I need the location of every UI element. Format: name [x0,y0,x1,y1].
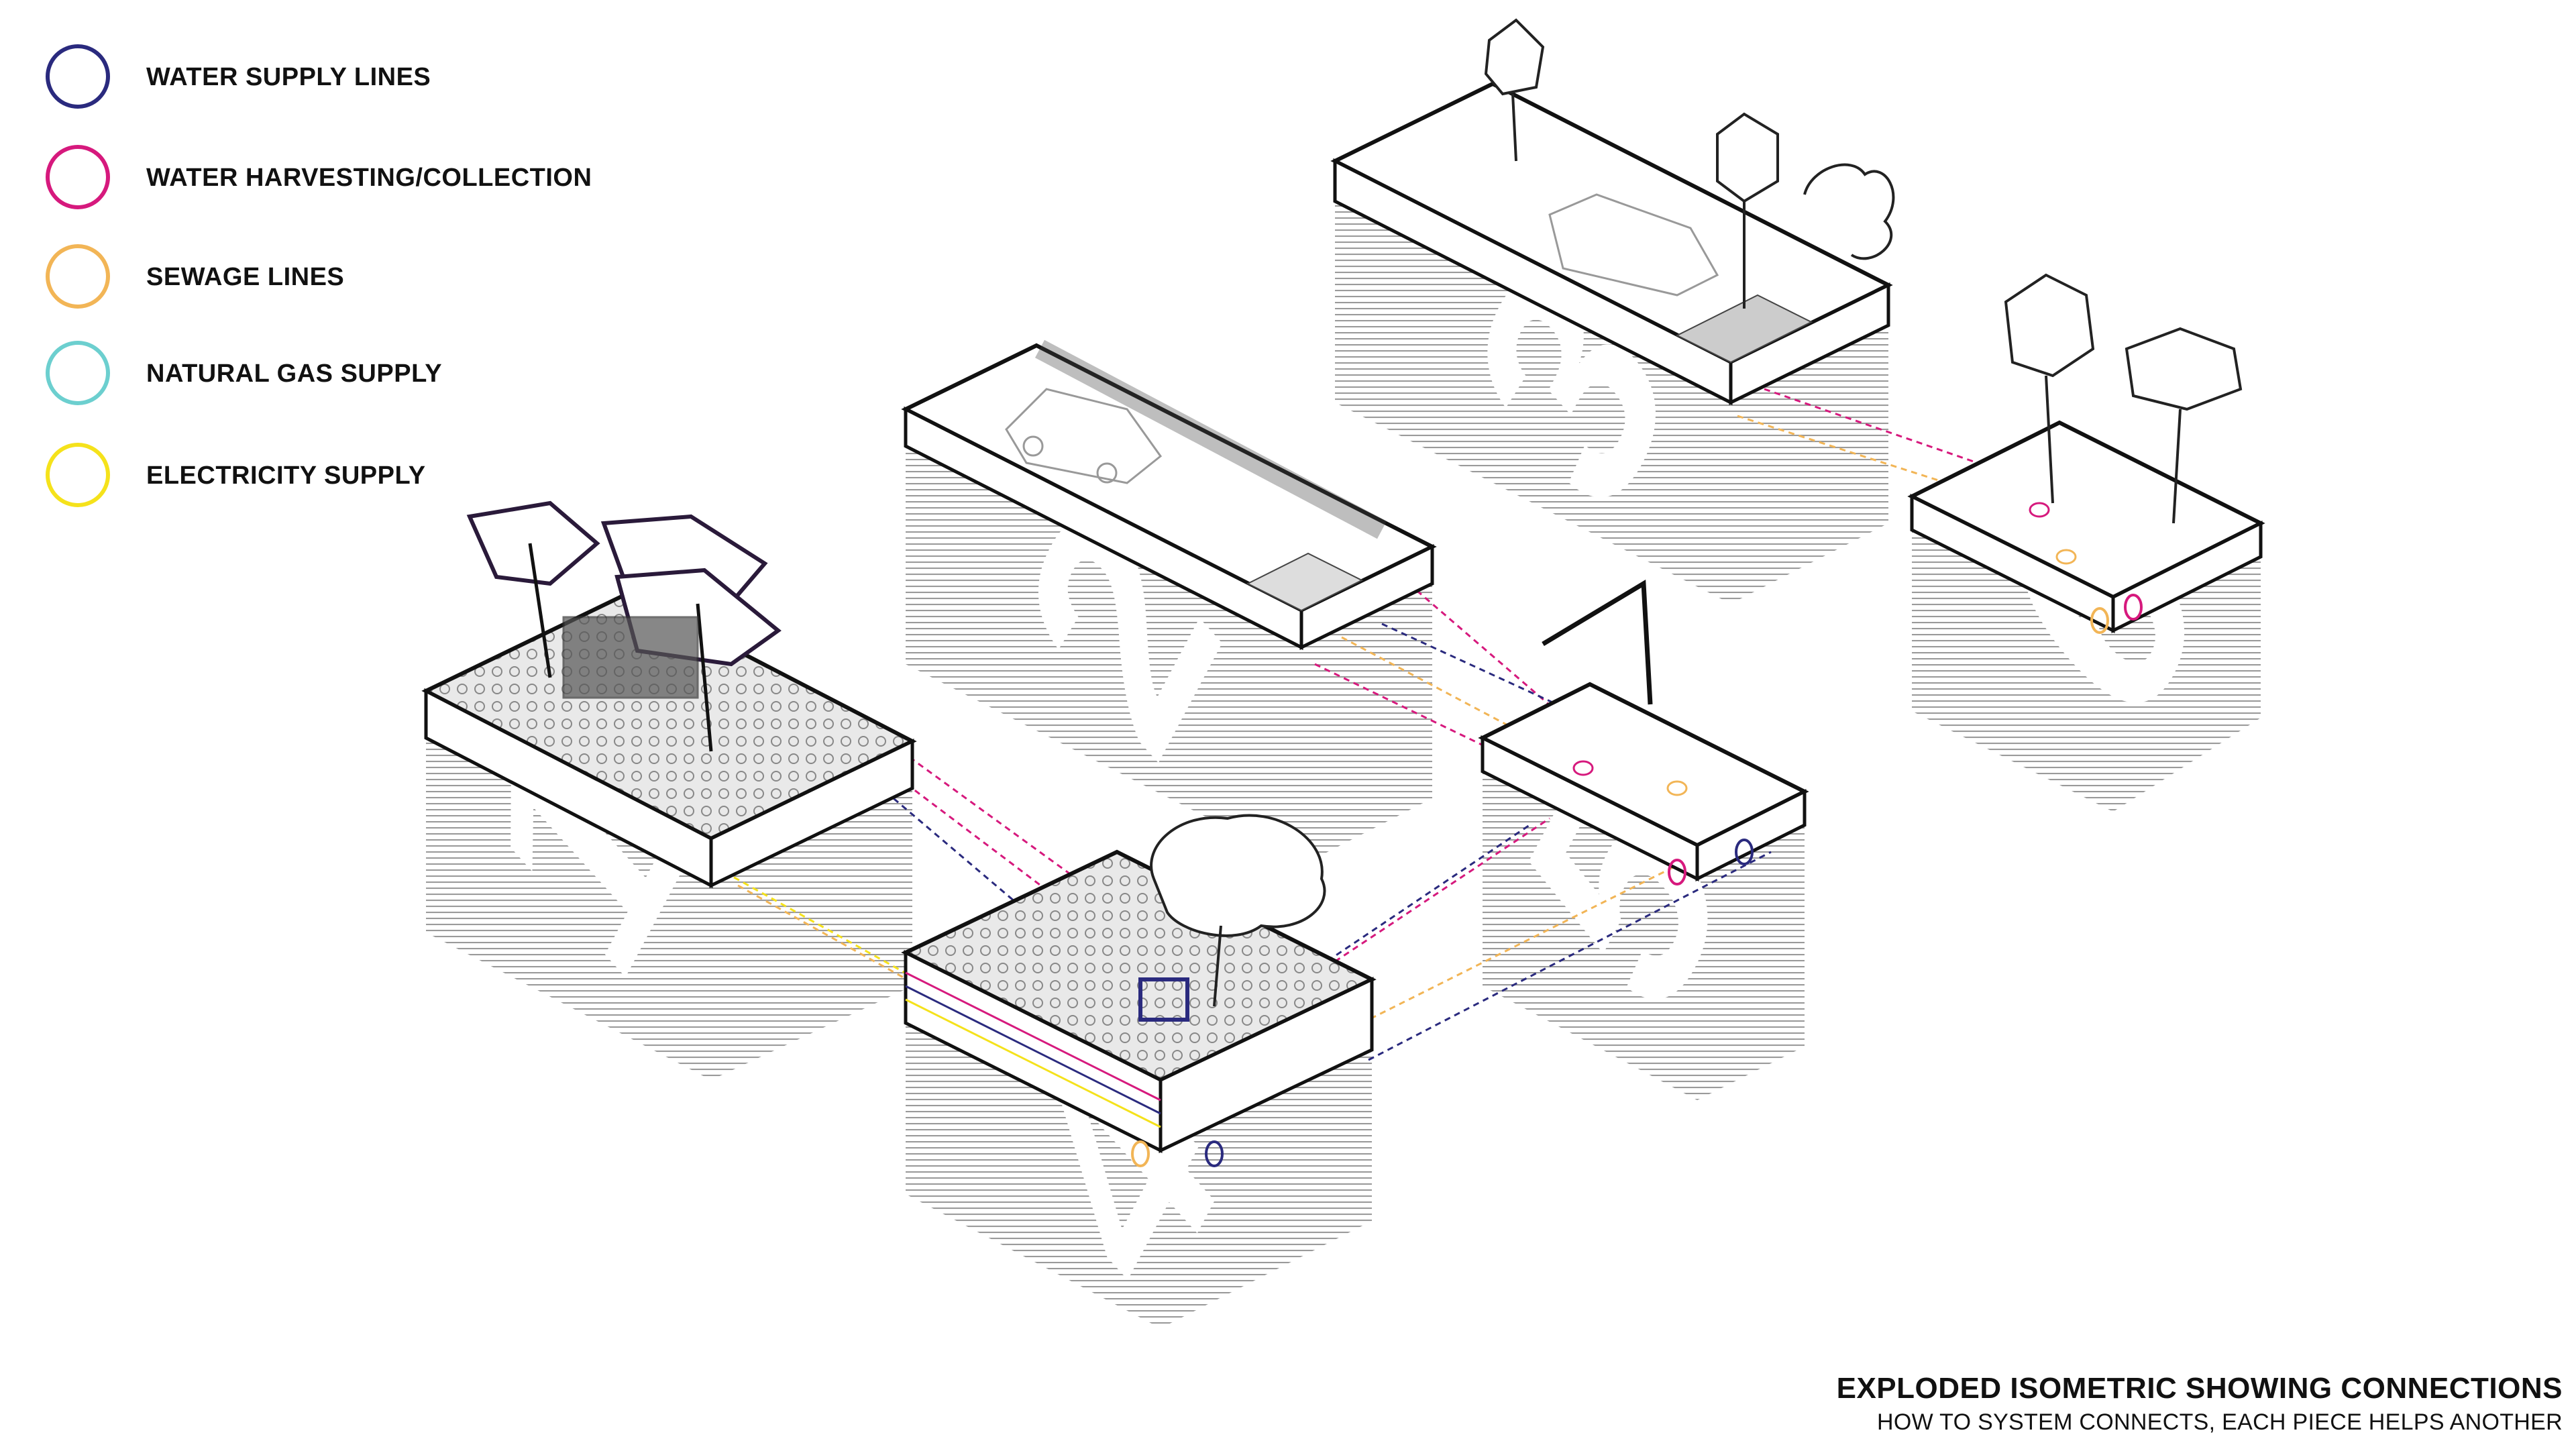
planter-marker [1572,760,1594,776]
planter-marker [1666,780,1688,796]
legend-label: WATER SUPPLY LINES [146,63,431,91]
legend-item-electricity: ELECTRICITY SUPPLY [46,443,649,517]
connection-harvesting [1307,817,1550,981]
car-outline [1548,193,1719,297]
pipe-end [2124,594,2143,621]
pipe-end [1131,1140,1150,1167]
light-pole [1542,580,1653,705]
connection-sewage [1737,415,2094,531]
connection-harvesting [1764,388,2114,511]
legend-ring-icon [46,443,110,507]
platform-6 [1907,273,2265,634]
legend-label: ELECTRICITY SUPPLY [146,462,426,490]
legend-label: NATURAL GAS SUPPLY [146,360,443,388]
legend-item-water-harvesting: WATER HARVESTING/COLLECTION [46,145,649,219]
legend-ring-icon [46,341,110,405]
pipe-end [1668,859,1686,885]
legend-ring-icon [46,145,110,209]
trees [1484,18,1895,309]
connection-sewage [1341,837,1731,1034]
legend-item-water-supply: WATER SUPPLY LINES [46,44,649,118]
base-volume-2 [906,443,1432,865]
pipe-end [1205,1140,1224,1167]
base-volume-5 [1483,765,1805,1100]
base-volume-1 [426,724,912,1080]
caption-title: EXPLODED ISOMETRIC SHOWING CONNECTIONS [1836,1372,2563,1405]
legend-ring-icon [46,44,110,109]
caption: EXPLODED ISOMETRIC SHOWING CONNECTIONS H… [1837,1372,2563,1436]
legend-label: WATER HARVESTING/COLLECTION [146,164,592,192]
caption-subtitle: HOW TO SYSTEM CONNECTS, EACH PIECE HELPS… [1877,1409,2563,1435]
legend-label: SEWAGE LINES [146,263,345,291]
legend-item-sewage: SEWAGE LINES [46,244,649,318]
base-volume-3 [1335,195,1888,604]
platform-5 [1478,580,1809,885]
platform-4 [901,814,1377,1167]
platform-2 [901,339,1437,651]
legend-item-natural-gas: NATURAL GAS SUPPLY [46,341,649,415]
seating-grid [562,616,699,699]
legend-ring-icon [46,244,110,309]
pipe-end [2090,607,2109,634]
connection-supply [1381,623,1718,780]
kiosk [1138,977,1189,1022]
trees [2004,273,2243,524]
planter-marker [2029,502,2050,518]
car-outline [1005,388,1163,484]
platform-3 [1330,18,1895,406]
central-tree [1150,814,1326,1007]
connection-supply [1368,851,1772,1061]
platform-1 [421,500,917,889]
pipe-end [1735,839,1754,865]
planter-strip [1034,339,1387,539]
planter-marker [2055,549,2077,565]
